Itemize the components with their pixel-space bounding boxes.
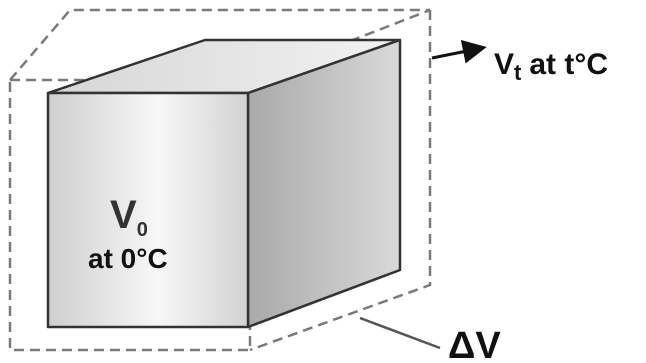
delta-v-label: ΔV xyxy=(448,325,501,363)
inner-cube xyxy=(46,38,402,329)
inner-cube-front-face xyxy=(46,91,250,329)
inner-volume-symbol: V0 xyxy=(110,193,148,241)
inner-cube-label: V0 at 0°C xyxy=(88,193,168,274)
outer-cube-right-edge xyxy=(249,10,432,352)
inner-volume-condition: at 0°C xyxy=(88,243,168,274)
outer-label-arrow xyxy=(431,39,487,64)
delta-v-leader-line xyxy=(359,316,441,350)
